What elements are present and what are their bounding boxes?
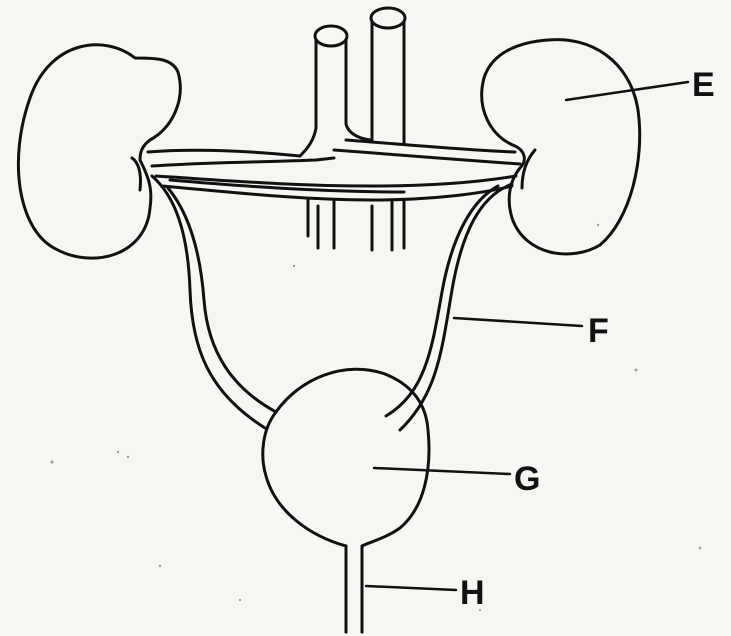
renal-vessels [148, 140, 520, 200]
vena-cava [371, 8, 405, 250]
paper-specks [51, 224, 702, 611]
ureters [152, 176, 512, 430]
leader-line-f [454, 318, 582, 326]
label-e: E [692, 66, 715, 104]
leader-line-e [566, 82, 688, 100]
aorta [300, 26, 370, 248]
label-f: F [588, 312, 609, 350]
right-kidney [482, 40, 640, 254]
leader-line-g [374, 468, 510, 474]
urethra [346, 546, 362, 632]
label-g: G [514, 460, 540, 498]
label-h: H [460, 574, 485, 612]
left-kidney-hilum [132, 158, 141, 190]
leader-line-h [366, 586, 456, 590]
